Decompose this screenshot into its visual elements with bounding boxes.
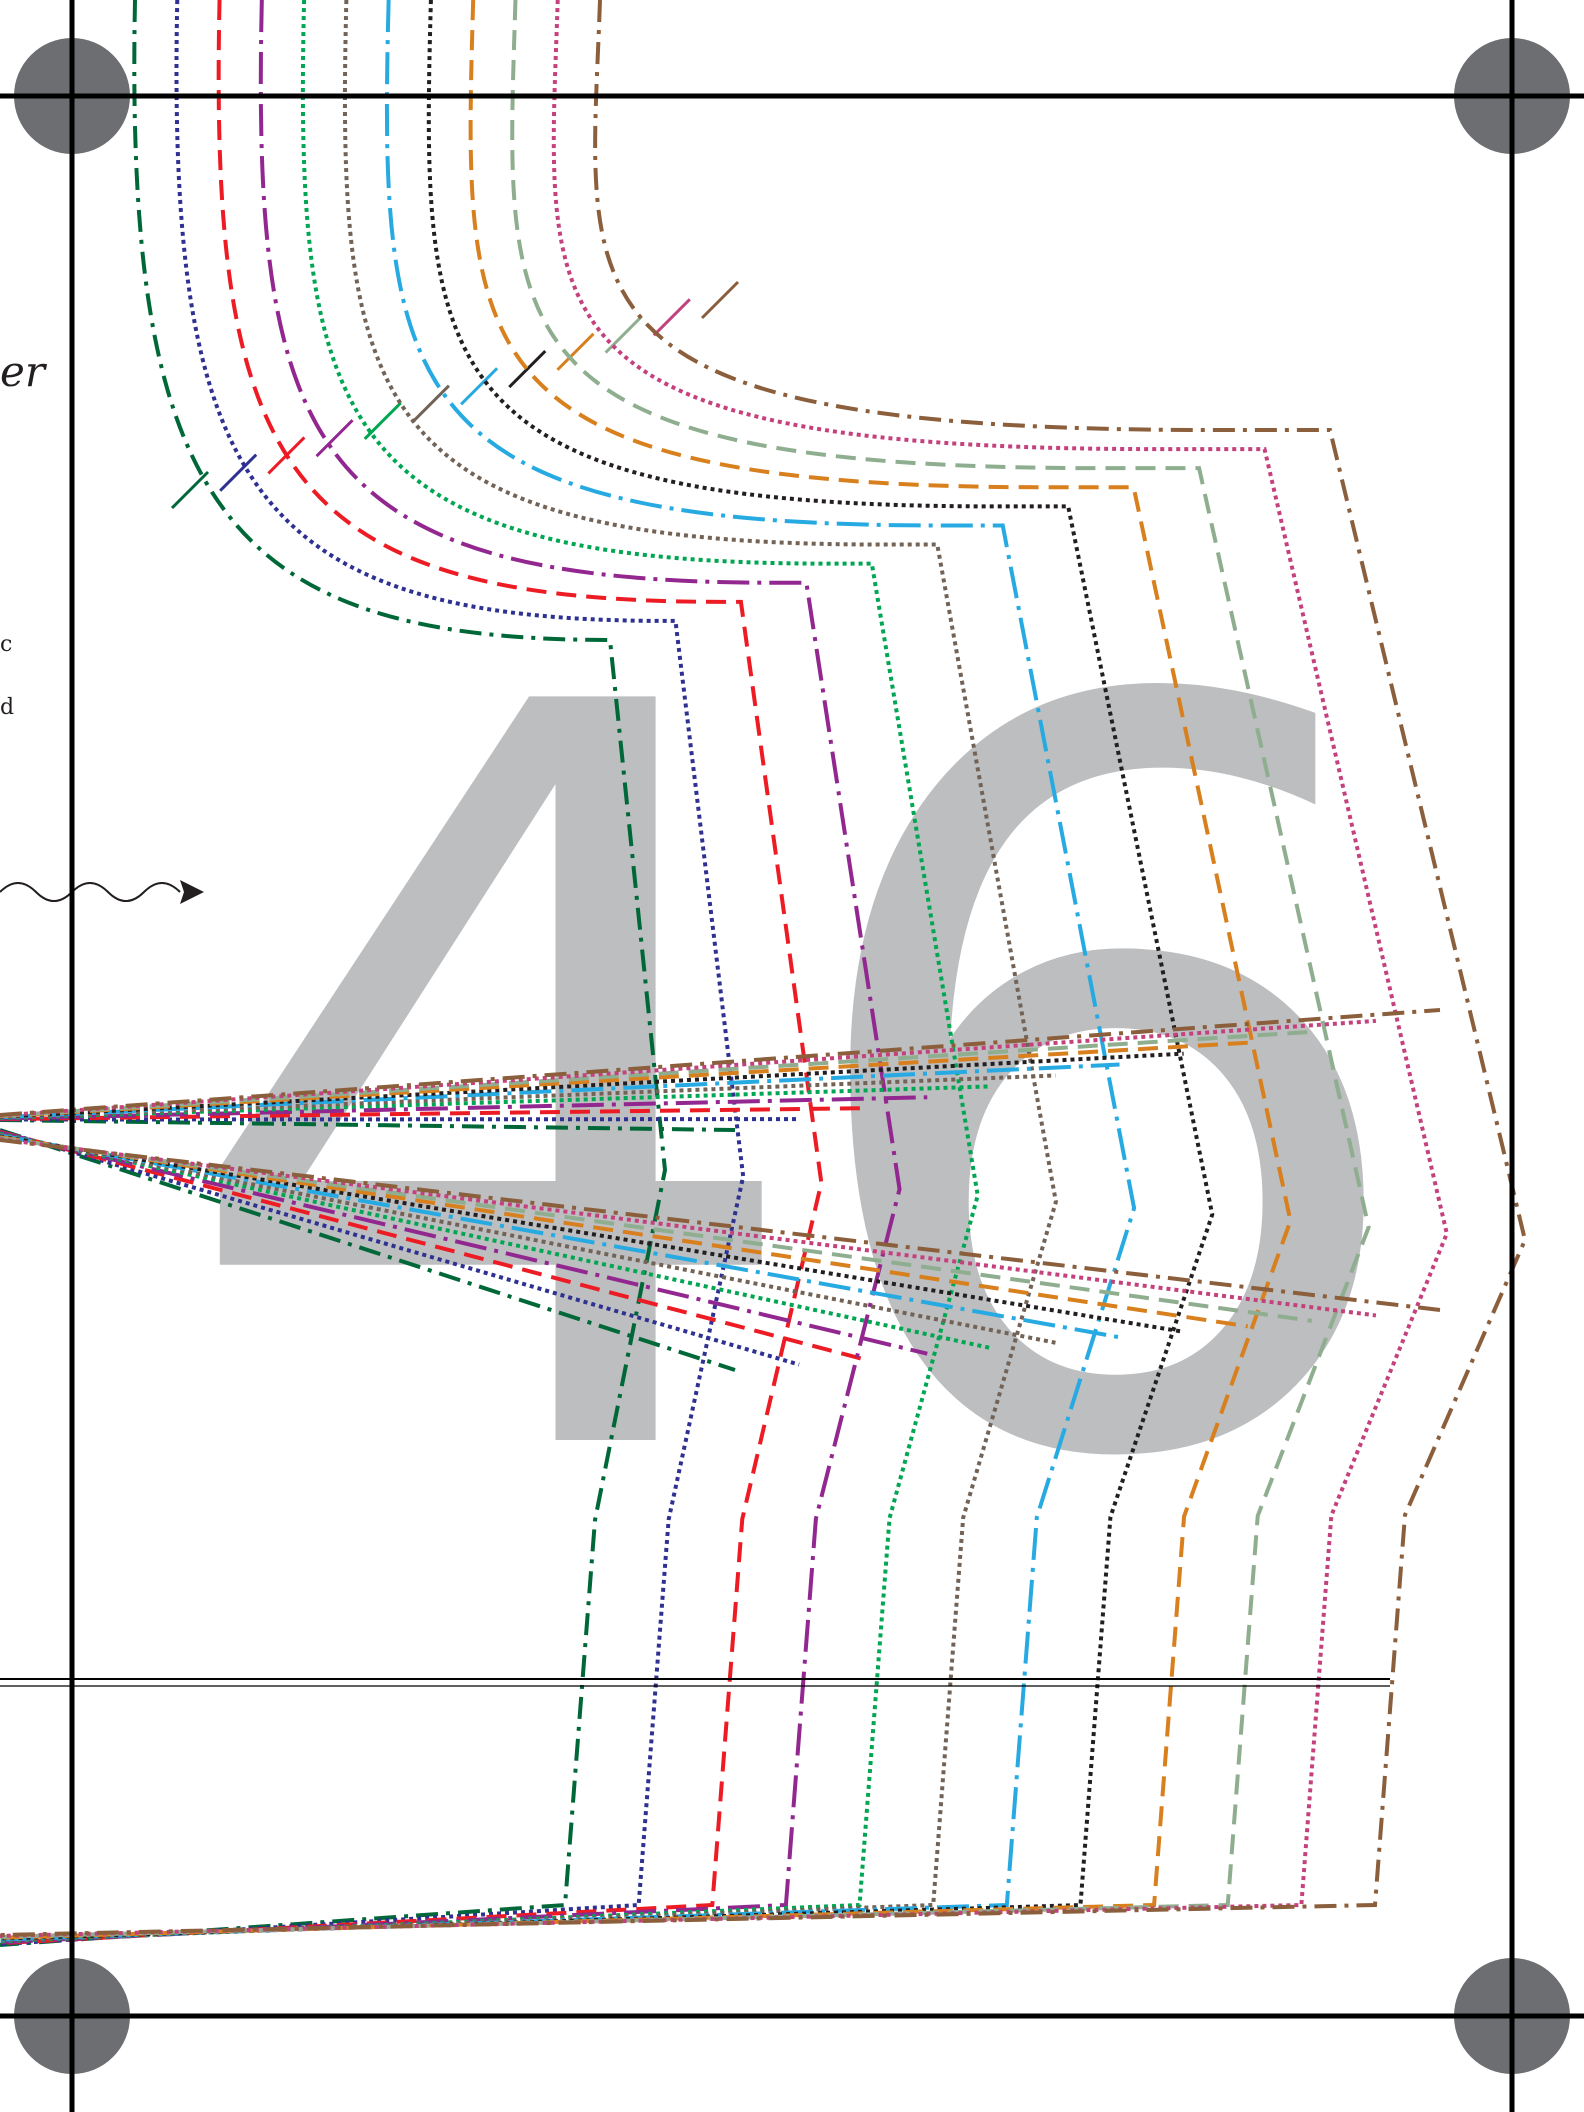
size-outline-7 (0, 0, 1137, 1942)
size-outline-3 (0, 0, 824, 1946)
size-dart-1 (0, 1118, 736, 1372)
size-dart-8 (0, 1051, 1184, 1334)
cut-off-italic-text: er (0, 347, 48, 396)
cut-off-text-1: c (0, 632, 12, 657)
size-notch-8 (508, 350, 547, 389)
size-outline-11 (0, 0, 1449, 1938)
size-outline-9 (0, 0, 1293, 1940)
size-dart-11 (0, 1018, 1377, 1318)
cut-off-text-2: d (0, 695, 14, 720)
size-notch-6 (411, 384, 450, 423)
size-dart-12 (0, 1008, 1441, 1312)
size-dart-5 (0, 1084, 992, 1351)
size-notch-7 (460, 367, 499, 406)
size-notch-3 (267, 436, 306, 475)
size-notch-11 (652, 298, 691, 337)
size-notch-9 (556, 332, 595, 371)
size-dart-2 (0, 1117, 800, 1367)
size-outline-6 (0, 0, 1058, 1943)
size-outline-10 (0, 0, 1371, 1939)
size-outline-8 (0, 0, 1215, 1941)
size-outline-5 (0, 0, 980, 1944)
size-notch-10 (604, 315, 643, 354)
size-outline-12 (0, 0, 1528, 1937)
size-notch-2 (219, 453, 258, 492)
size-lines (0, 0, 1528, 1947)
size-notch-12 (700, 280, 740, 320)
size-notch-1 (170, 470, 210, 510)
size-notch-5 (363, 401, 402, 440)
size-dart-4 (0, 1095, 928, 1356)
size-outline-1 (0, 0, 668, 1947)
size-outline-4 (0, 0, 902, 1945)
size-dart-3 (0, 1106, 864, 1362)
wavy-arrow (0, 882, 181, 902)
size-outline-2 (0, 0, 746, 1947)
arrow-head-icon (180, 880, 204, 904)
size-notch-4 (315, 419, 354, 458)
